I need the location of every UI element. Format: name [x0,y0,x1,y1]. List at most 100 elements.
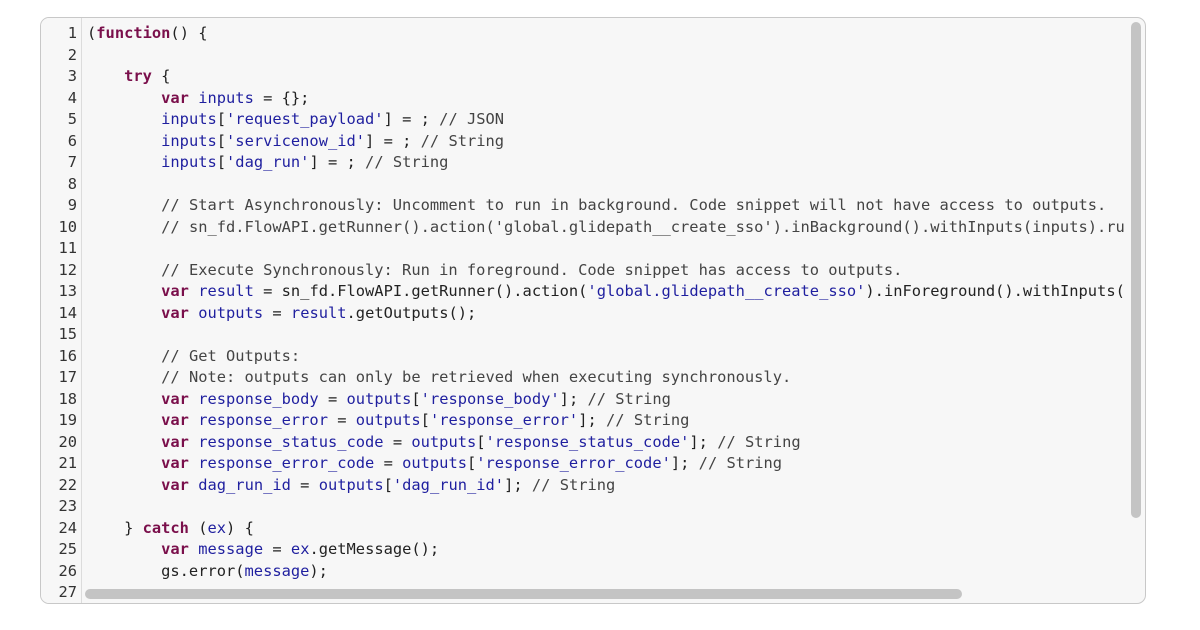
code-token: result [198,282,254,300]
line-number: 3 [67,67,77,85]
code-line[interactable]: 6 inputs['servicenow_id'] = ; // String [41,131,1127,153]
line-number: 6 [67,131,77,150]
code-line[interactable]: 27 [41,582,1127,603]
code-line[interactable]: 3 try { [41,66,1127,88]
code-token: message [244,561,310,580]
code-token: var [161,389,189,408]
code-text: var outputs = result.getOutputs(); [87,303,1125,325]
code-token: outputs [402,454,467,472]
code-token: response_body [198,389,319,408]
code-token: gs.error( [87,561,245,580]
horizontal-scrollbar[interactable] [85,589,962,599]
code-token: ]; [504,475,532,494]
code-token: 'global.glidepath__create_sso' [587,282,866,300]
code-token: ] = ; [383,110,440,128]
code-token: } [87,518,143,537]
code-token [87,411,161,429]
code-token: = [263,540,291,558]
code-token: try [124,67,152,85]
line-number: 25 [58,540,77,558]
code-line[interactable]: 18 var response_body = outputs['response… [41,389,1127,411]
line-number: 12 [58,260,77,279]
code-line[interactable]: 23 [41,496,1127,518]
line-number: 10 [58,217,77,236]
code-text: inputs['dag_run'] = ; // String [87,152,1125,174]
line-number: 14 [58,303,77,322]
code-line[interactable]: 9 // Start Asynchronously: Uncomment to … [41,195,1127,217]
code-token [87,476,161,494]
code-token: inputs [198,88,254,107]
code-token: 'servicenow_id' [226,131,366,150]
code-token: // String [531,475,616,494]
code-token: ]; [578,411,607,429]
code-line[interactable]: 24 } catch (ex) { [41,518,1127,540]
code-line[interactable]: 26 gs.error(message); [41,561,1127,583]
code-line[interactable]: 8 [41,174,1127,196]
code-text: var result = sn_fd.FlowAPI.getRunner().a… [87,281,1125,303]
code-token: ]; [689,432,718,451]
code-token [87,89,161,107]
code-line[interactable]: 19 var response_error = outputs['respons… [41,410,1127,432]
code-token: // Note: outputs can only be retrieved w… [161,368,792,386]
code-line[interactable]: 1(function() { [41,23,1127,45]
line-number: 23 [58,497,77,515]
code-token: 'response_error' [429,411,579,429]
code-token [189,282,198,300]
vertical-scrollbar[interactable] [1131,22,1141,518]
code-token: inputs [161,153,217,171]
code-token: ( [87,24,97,42]
line-number: 16 [58,346,77,365]
code-token [189,390,198,408]
code-line[interactable]: 16 // Get Outputs: [41,346,1127,368]
code-token [87,304,161,322]
code-token: // String [420,131,505,150]
code-line[interactable]: 22 var dag_run_id = outputs['dag_run_id'… [41,475,1127,497]
code-line[interactable]: 21 var response_error_code = outputs['re… [41,453,1127,475]
code-token [87,261,161,279]
code-token: catch [142,518,189,537]
code-token: inputs [161,131,217,150]
code-text: // Start Asynchronously: Uncomment to ru… [87,195,1125,217]
code-line[interactable]: 5 inputs['request_payload'] = ; // JSON [41,109,1127,131]
code-token [189,454,198,472]
code-line[interactable]: 25 var message = ex.getMessage(); [41,539,1127,561]
code-line[interactable]: 15 [41,324,1127,346]
code-text: inputs['request_payload'] = ; // JSON [87,109,1125,131]
code-token: = [327,411,356,429]
code-line[interactable]: 20 var response_status_code = outputs['r… [41,432,1127,454]
code-text: // sn_fd.FlowAPI.getRunner().action('glo… [87,217,1125,239]
code-token: = [263,303,291,322]
line-number: 8 [67,174,77,193]
code-line[interactable]: 10 // sn_fd.FlowAPI.getRunner().action('… [41,217,1127,239]
code-token: // sn_fd.FlowAPI.getRunner().action('glo… [161,217,1125,236]
code-line[interactable]: 14 var outputs = result.getOutputs(); [41,303,1127,325]
code-token: outputs [411,432,477,451]
line-number: 7 [67,153,77,171]
code-token: var [161,282,189,300]
code-token: ] = ; [365,131,421,150]
code-line[interactable]: 2 [41,45,1127,67]
code-token: message [198,540,264,558]
code-token: = [290,475,319,494]
code-token: [ [476,432,486,451]
code-token: ) { [226,518,254,537]
code-line[interactable]: 12 // Execute Synchronously: Run in fore… [41,260,1127,282]
code-line[interactable]: 17 // Note: outputs can only be retrieve… [41,367,1127,389]
code-token: response_status_code [198,432,384,451]
code-line[interactable]: 4 var inputs = {}; [41,88,1127,110]
code-token: var [161,88,189,107]
line-number: 15 [58,325,77,343]
code-token: = {}; [253,88,310,107]
line-number: 27 [58,583,77,601]
code-token: [ [216,110,227,128]
code-token: outputs [346,389,412,408]
code-token: var [161,432,189,451]
code-token: = sn_fd.FlowAPI.getRunner().action( [253,282,588,300]
code-line[interactable]: 7 inputs['dag_run'] = ; // String [41,152,1127,174]
code-line[interactable]: 11 [41,238,1127,260]
code-token: // Execute Synchronously: Run in foregro… [161,260,903,279]
line-number: 19 [58,411,77,429]
code-line[interactable]: 13 var result = sn_fd.FlowAPI.getRunner(… [41,281,1127,303]
